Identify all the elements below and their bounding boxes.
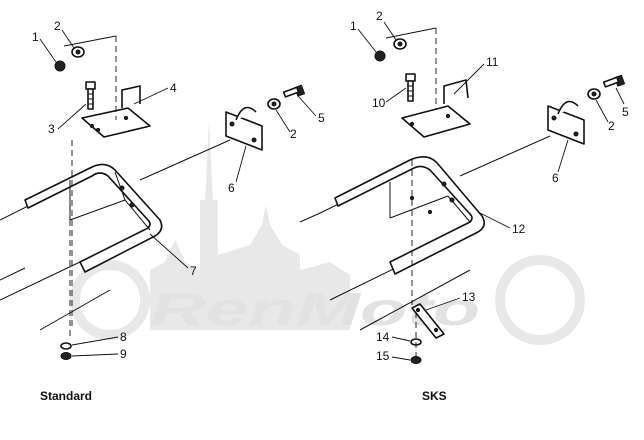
standard-assembly: 1 2 3 4 5 2 6 7 8 9 Standard bbox=[0, 19, 325, 403]
callout-10: 10 bbox=[372, 96, 386, 110]
callout-14: 14 bbox=[376, 330, 390, 344]
callout-13: 13 bbox=[462, 290, 476, 304]
callout-8: 8 bbox=[120, 330, 127, 344]
bolt-10 bbox=[405, 73, 416, 102]
callout-6: 6 bbox=[228, 181, 235, 195]
callout-12: 12 bbox=[512, 222, 526, 236]
callout-1-sks: 1 bbox=[350, 19, 357, 33]
callout-3: 3 bbox=[48, 122, 55, 136]
bumper-sks bbox=[334, 156, 486, 275]
callout-6-sks: 6 bbox=[552, 171, 559, 185]
bumper-standard bbox=[24, 163, 163, 273]
callout-11: 11 bbox=[486, 55, 499, 69]
callout-15: 15 bbox=[376, 349, 390, 363]
callout-9: 9 bbox=[120, 347, 127, 361]
callout-5-sks: 5 bbox=[622, 105, 629, 119]
washer-2-right-sks bbox=[587, 88, 601, 100]
washer-2-top-sks bbox=[393, 38, 407, 50]
bracket-4 bbox=[81, 85, 151, 138]
caption-standard: Standard bbox=[40, 389, 92, 403]
callout-4: 4 bbox=[170, 81, 177, 95]
callout-2: 2 bbox=[54, 19, 61, 33]
watermark-skyline bbox=[70, 120, 585, 345]
caption-sks: SKS bbox=[422, 389, 447, 403]
callout-1: 1 bbox=[32, 30, 39, 44]
callout-2-right: 2 bbox=[290, 127, 297, 141]
hitch-plate-6-sks bbox=[547, 100, 585, 145]
callout-2-right-sks: 2 bbox=[608, 119, 615, 133]
bolt-5-sks bbox=[602, 74, 626, 88]
nut-9 bbox=[60, 352, 72, 360]
strap-13 bbox=[411, 303, 445, 339]
callout-2-sks: 2 bbox=[376, 9, 383, 23]
callout-7: 7 bbox=[190, 264, 197, 278]
washer-2-top bbox=[71, 46, 85, 58]
sks-assembly: 1 2 10 11 5 2 6 12 13 14 15 SKS bbox=[299, 9, 629, 403]
washer-2-right bbox=[267, 98, 281, 110]
bolt-3 bbox=[85, 81, 96, 110]
assembly-line-sks bbox=[411, 28, 437, 358]
assembly-line-standard bbox=[69, 36, 117, 340]
washer-8 bbox=[60, 342, 72, 350]
nut-1 bbox=[54, 60, 66, 72]
hitch-plate-6 bbox=[225, 106, 263, 151]
nut-1-sks bbox=[374, 50, 386, 62]
bolt-5 bbox=[282, 84, 306, 98]
callout-5: 5 bbox=[318, 111, 325, 125]
